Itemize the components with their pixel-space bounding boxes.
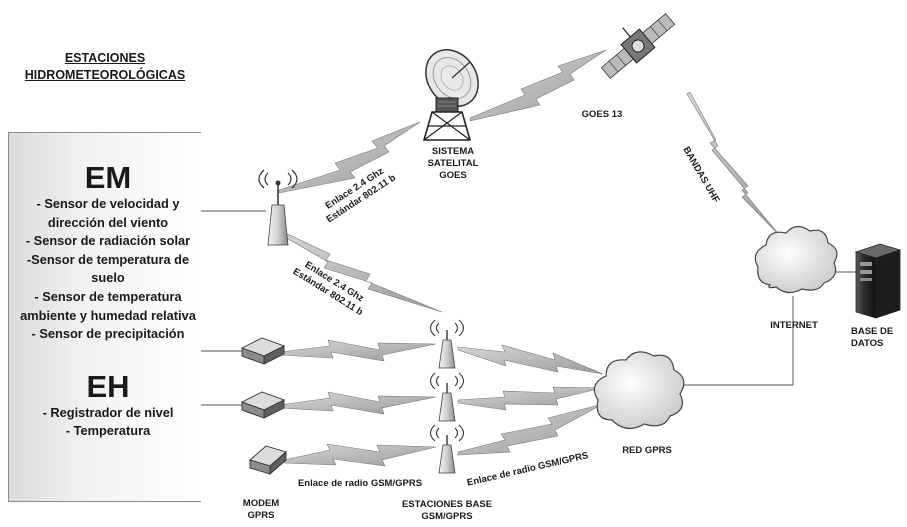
satellite-system-label-line: SATELITAL bbox=[418, 158, 488, 170]
wireless-link-bolt bbox=[284, 444, 436, 466]
wifi-antenna-icon bbox=[259, 170, 297, 245]
em-sensor-list: - Sensor de velocidad y dirección del vi… bbox=[9, 195, 207, 344]
em-sensor-item: -Sensor de temperatura de suelo bbox=[9, 251, 207, 288]
satellite-dish-icon bbox=[415, 40, 489, 140]
database-label: BASE DE DATOS bbox=[851, 326, 907, 350]
eh-sensor-list: - Registrador de nivel - Temperatura bbox=[9, 404, 207, 441]
database-label-line: DATOS bbox=[851, 338, 907, 350]
em-sensor-item: - Sensor de velocidad y dirección del vi… bbox=[9, 195, 207, 232]
wireless-links bbox=[278, 50, 781, 466]
satellite-icon bbox=[590, 1, 677, 83]
modem-icon bbox=[242, 338, 284, 364]
modem-label-line: MODEM bbox=[236, 498, 286, 510]
wireless-link-bolt bbox=[280, 340, 436, 361]
eh-title: EH bbox=[9, 370, 207, 404]
base-stations-label-line: GSM/GPRS bbox=[395, 511, 499, 523]
gsm-modem-link-label: Enlace de radio GSM/GPRS bbox=[290, 478, 430, 490]
base-stations-label: ESTACIONES BASE GSM/GPRS bbox=[395, 499, 499, 523]
em-title: EM bbox=[9, 161, 207, 195]
gprs-cloud-icon bbox=[594, 352, 683, 429]
wireless-link-bolt bbox=[279, 122, 420, 193]
satellite-system-label-line: SISTEMA bbox=[418, 146, 488, 158]
stations-heading-line1: ESTACIONES bbox=[10, 50, 200, 67]
gprs-network-label: RED GPRS bbox=[617, 445, 677, 457]
stations-heading: ESTACIONES HIDROMETEOROLÓGICAS bbox=[10, 50, 200, 84]
database-server-icon bbox=[856, 244, 900, 318]
wireless-link-bolt bbox=[458, 345, 603, 374]
satellite-system-label: SISTEMA SATELITAL GOES bbox=[418, 146, 488, 182]
wireless-link-bolt bbox=[458, 387, 603, 410]
modem-icon bbox=[250, 446, 286, 474]
eh-sensor-item: - Registrador de nivel bbox=[9, 404, 207, 423]
base-stations-label-line: ESTACIONES BASE bbox=[395, 499, 499, 511]
stations-heading-line2: HIDROMETEOROLÓGICAS bbox=[10, 67, 200, 84]
em-sensor-item: - Sensor de temperatura ambiente y humed… bbox=[9, 288, 207, 325]
eh-sensor-item: - Temperatura bbox=[9, 422, 207, 441]
wireless-link-bolt bbox=[458, 404, 603, 455]
stations-panel: EM - Sensor de velocidad y dirección del… bbox=[8, 132, 201, 502]
wireless-link-bolt bbox=[280, 392, 436, 414]
base-station-tower-icon bbox=[431, 425, 464, 473]
em-sensor-item: - Sensor de precipitación bbox=[9, 325, 207, 344]
internet-cloud-icon bbox=[755, 226, 837, 292]
internet-label: INTERNET bbox=[764, 320, 824, 332]
em-sensor-item: - Sensor de radiación solar bbox=[9, 232, 207, 251]
modem-label-line: GPRS bbox=[236, 510, 286, 522]
modem-label: MODEM GPRS bbox=[236, 498, 286, 522]
database-label-line: BASE DE bbox=[851, 326, 907, 338]
modem-icon bbox=[242, 392, 284, 418]
satellite-system-label-line: GOES bbox=[418, 170, 488, 182]
satellite-label: GOES 13 bbox=[572, 109, 632, 121]
